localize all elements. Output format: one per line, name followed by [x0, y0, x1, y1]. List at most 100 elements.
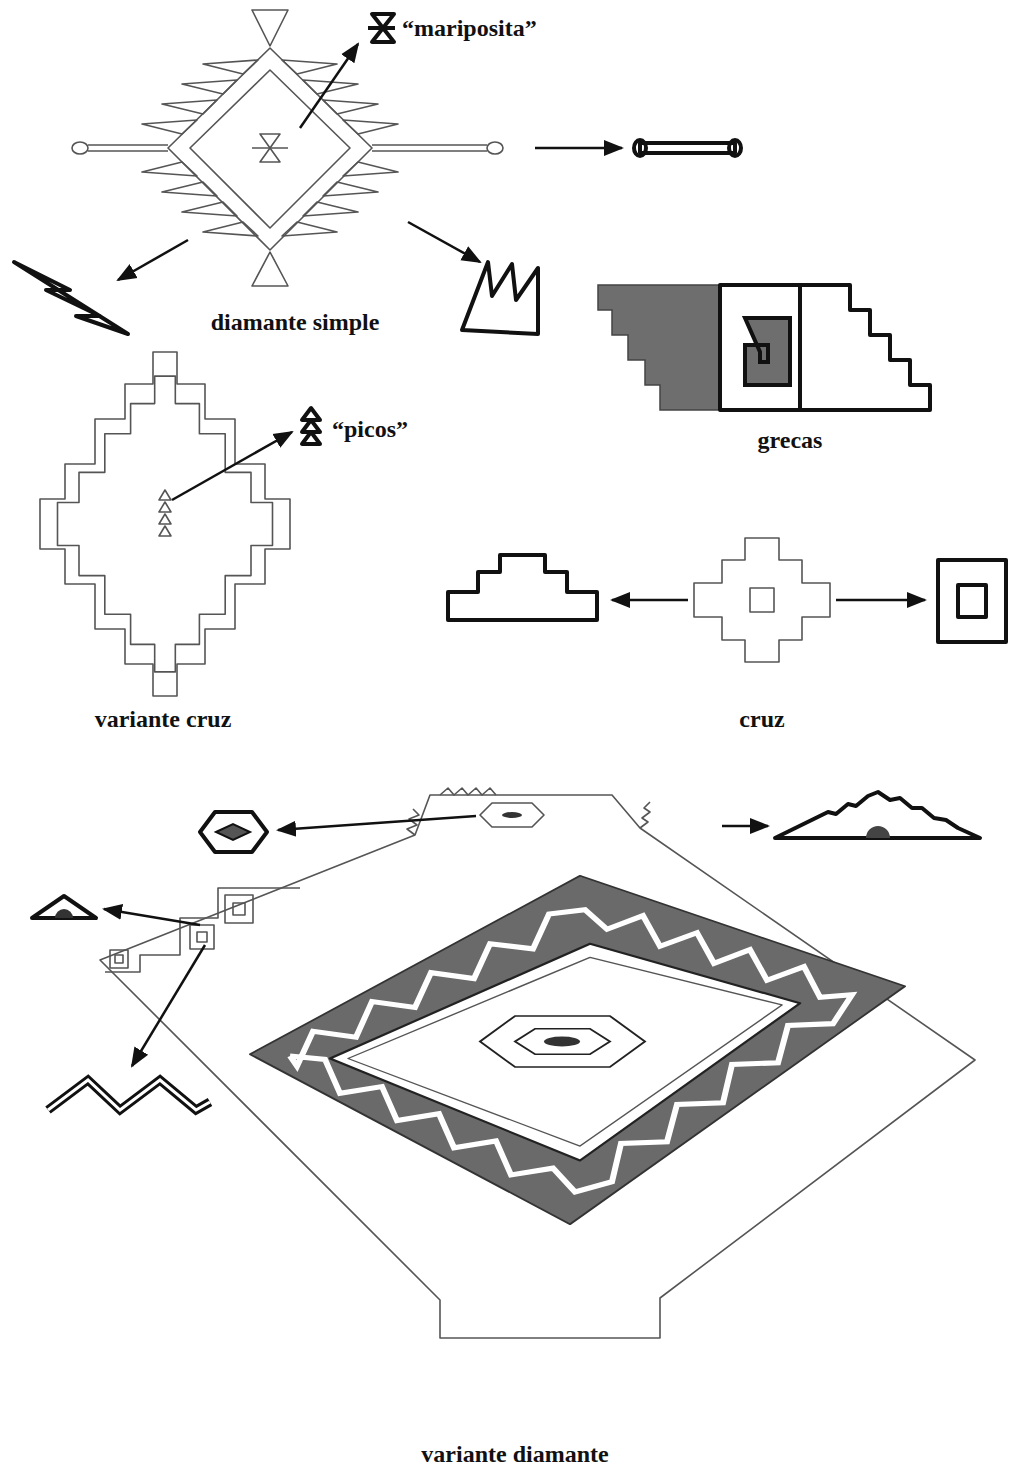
diamond-variant-motif-part — [440, 788, 496, 795]
diamond-variant-motif-part — [502, 812, 522, 818]
diamond-variant-motif-part — [233, 903, 245, 915]
diamond-detail-icons-part — [48, 1080, 210, 1110]
diamond-variant-motif-part — [190, 925, 214, 949]
simple-diamond-motif-part — [142, 120, 197, 134]
diamond-variant-motif-part — [115, 955, 123, 963]
diamond-detail-icons-part — [216, 824, 250, 840]
simple-diamond-motif-part — [182, 80, 237, 94]
motif-label: diamante simple — [209, 308, 382, 337]
cross-variant-motif-part — [159, 502, 171, 512]
diamond-variant-motif-part-part — [544, 1036, 580, 1046]
detail-icons-part — [372, 14, 394, 28]
greca-motif — [598, 285, 930, 410]
detail-icons-part — [634, 140, 646, 156]
simple-diamond-motif-part — [182, 202, 237, 216]
cross-motif — [448, 538, 1006, 662]
motif-label: “mariposita” — [400, 14, 539, 43]
simple-diamond-motif-part — [282, 60, 337, 74]
cross-motif-part — [958, 585, 986, 617]
diamond-detail-icons-part — [32, 896, 96, 918]
motif-label: variante cruz — [93, 705, 234, 734]
simple-diamond-motif-part — [282, 222, 337, 236]
cross-motif-part — [448, 555, 597, 620]
simple-diamond-motif-part — [372, 145, 487, 151]
simple-diamond-motif-part — [162, 100, 217, 114]
diamond-variant-motif-part — [225, 895, 253, 923]
cross-motif-part — [694, 538, 830, 662]
diamond-detail-icons-part — [104, 909, 200, 925]
diamond-detail-icons-part — [866, 826, 890, 838]
diamond-variant-motif-part-part — [515, 1029, 610, 1055]
simple-diamond-motif-part — [252, 252, 288, 286]
cross-variant-motif-part — [40, 352, 290, 696]
simple-diamond-motif-part — [252, 10, 288, 46]
simple-diamond-motif-part — [203, 60, 258, 74]
cross-variant-motif — [40, 352, 290, 696]
simple-diamond-motif — [72, 10, 503, 286]
diamond-detail-icons — [32, 792, 980, 1110]
greca-motif-part — [745, 318, 790, 385]
picos-icon-part — [172, 432, 292, 500]
simple-diamond-motif-part — [303, 202, 358, 216]
diamond-detail-icons-part — [55, 909, 73, 918]
simple-diamond-motif-part — [252, 147, 288, 149]
leader-arrows-part — [535, 147, 622, 150]
simple-diamond-motif-part — [343, 120, 398, 134]
greca-motif-part — [720, 285, 800, 410]
motif-label: grecas — [756, 426, 825, 455]
cross-variant-motif-part — [159, 526, 171, 536]
simple-diamond-motif-part — [88, 145, 168, 151]
leader-arrows-part — [300, 44, 358, 128]
detail-icons-part — [729, 140, 741, 156]
greca-motif-part — [800, 285, 930, 410]
diamond-detail-icons-part — [278, 816, 476, 830]
diamond-variant-motif-part — [105, 888, 300, 972]
cross-variant-motif-part — [159, 514, 171, 524]
detail-icons-part — [640, 143, 735, 153]
picos-icon-part — [302, 432, 320, 444]
diamond-variant-motif-part-part — [330, 944, 800, 1161]
picos-icon — [172, 408, 320, 500]
simple-diamond-motif-part — [72, 142, 88, 154]
diamond-variant-motif-part-part — [290, 910, 852, 1192]
leader-arrows-part — [118, 240, 188, 280]
cross-motif-part — [836, 599, 925, 602]
cross-variant-motif-part — [58, 376, 273, 672]
simple-diamond-motif-part — [168, 48, 372, 250]
diamond-detail-icons-part — [722, 825, 768, 828]
simple-diamond-motif-part — [323, 182, 378, 196]
diamond-variant-motif-part-part — [348, 957, 782, 1146]
motif-label: “picos” — [330, 415, 410, 444]
diamond-detail-icons-part — [48, 1080, 210, 1110]
cross-motif-part — [938, 560, 1006, 642]
detail-icons-part — [368, 26, 395, 30]
leader-arrows — [118, 44, 622, 280]
diamond-variant-motif-part-part — [480, 1016, 645, 1067]
diamond-variant-motif-part — [110, 950, 128, 968]
cross-motif-part — [612, 599, 688, 602]
diamond-variant-motif — [100, 788, 975, 1338]
simple-diamond-motif-part — [162, 182, 217, 196]
simple-diamond-motif-part — [260, 148, 280, 162]
cross-variant-motif-part — [159, 490, 171, 500]
detail-icons-part — [14, 262, 128, 334]
diamond-detail-icons-part — [775, 792, 980, 838]
simple-diamond-motif-part — [323, 100, 378, 114]
motif-label: variante diamante — [419, 1440, 610, 1469]
diamond-variant-motif-part — [197, 932, 207, 942]
simple-diamond-motif-part — [142, 162, 197, 176]
simple-diamond-motif-part — [203, 222, 258, 236]
leader-arrows-part — [408, 222, 480, 262]
simple-diamond-motif-part — [487, 142, 503, 154]
simple-diamond-motif-part — [260, 134, 280, 148]
detail-icons-part — [462, 262, 538, 334]
cross-motif-part — [750, 588, 774, 612]
motif-label: cruz — [737, 705, 786, 734]
diamond-variant-motif-part-part — [250, 876, 905, 1225]
diamond-variant-motif-part — [100, 795, 975, 1338]
diamond-variant-motif-part — [640, 802, 650, 828]
diamond-variant-motif-part — [250, 876, 905, 1225]
detail-icons-part — [372, 28, 394, 42]
greca-motif-part — [598, 285, 720, 410]
